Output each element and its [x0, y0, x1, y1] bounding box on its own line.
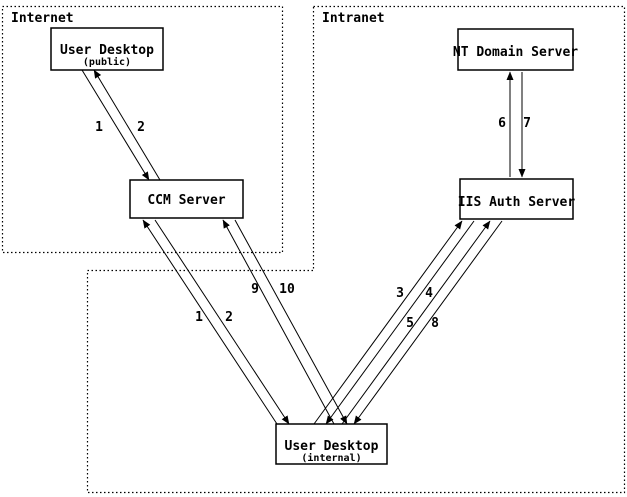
connection-label-7: 7: [523, 116, 531, 131]
arrow-4-iis-to-internal-desktop: [325, 220, 475, 425]
connection-label-6: 6: [498, 116, 506, 131]
arrow-8-iis-to-internal-desktop: [353, 220, 503, 425]
arrow-2-ccm-to-internal-desktop: [154, 219, 290, 425]
node-user-desktop-public: [50, 27, 164, 71]
arrow-3-internal-desktop-to-iis: [313, 220, 463, 425]
arrow-5-internal-desktop-to-iis: [341, 220, 491, 425]
connection-label-2-internal: 2: [225, 310, 233, 325]
arrow-9-internal-desktop-to-ccm: [222, 219, 335, 425]
user-desktop-public-subtitle: (public): [83, 56, 131, 68]
connection-label-8: 8: [431, 316, 439, 331]
ccm-server-title: CCM Server: [147, 193, 225, 208]
arrow-1-public-desktop-to-ccm: [81, 69, 150, 181]
node-iis-auth-server: [459, 178, 574, 220]
connection-label-3: 3: [396, 286, 404, 301]
nt-domain-server-title: NT Domain Server: [453, 45, 578, 60]
connection-label-5: 5: [406, 316, 414, 331]
node-nt-domain-server: [457, 28, 574, 71]
user-desktop-public-title: User Desktop: [60, 43, 154, 58]
connection-label-1-internal: 1: [195, 310, 203, 325]
iis-auth-server-title: IIS Auth Server: [458, 195, 576, 210]
node-ccm-server: [129, 179, 244, 219]
internet-zone-border: [1, 5, 284, 254]
internet-zone-label: Internet: [11, 11, 74, 26]
intranet-zone-label: Intranet: [322, 11, 385, 26]
arrow-10-ccm-to-internal-desktop: [234, 219, 348, 425]
connection-label-1-public: 1: [95, 120, 103, 135]
user-desktop-internal-title: User Desktop: [285, 439, 379, 454]
arrow-2-ccm-to-public-desktop: [93, 69, 161, 181]
arrow-1-internal-desktop-to-ccm: [142, 219, 278, 425]
connection-label-2-public: 2: [137, 120, 145, 135]
connection-label-9: 9: [251, 282, 259, 297]
intranet-zone-border: [86, 5, 626, 494]
connection-label-4: 4: [425, 286, 433, 301]
user-desktop-internal-subtitle: (internal): [301, 452, 361, 464]
connection-label-10: 10: [279, 282, 295, 297]
